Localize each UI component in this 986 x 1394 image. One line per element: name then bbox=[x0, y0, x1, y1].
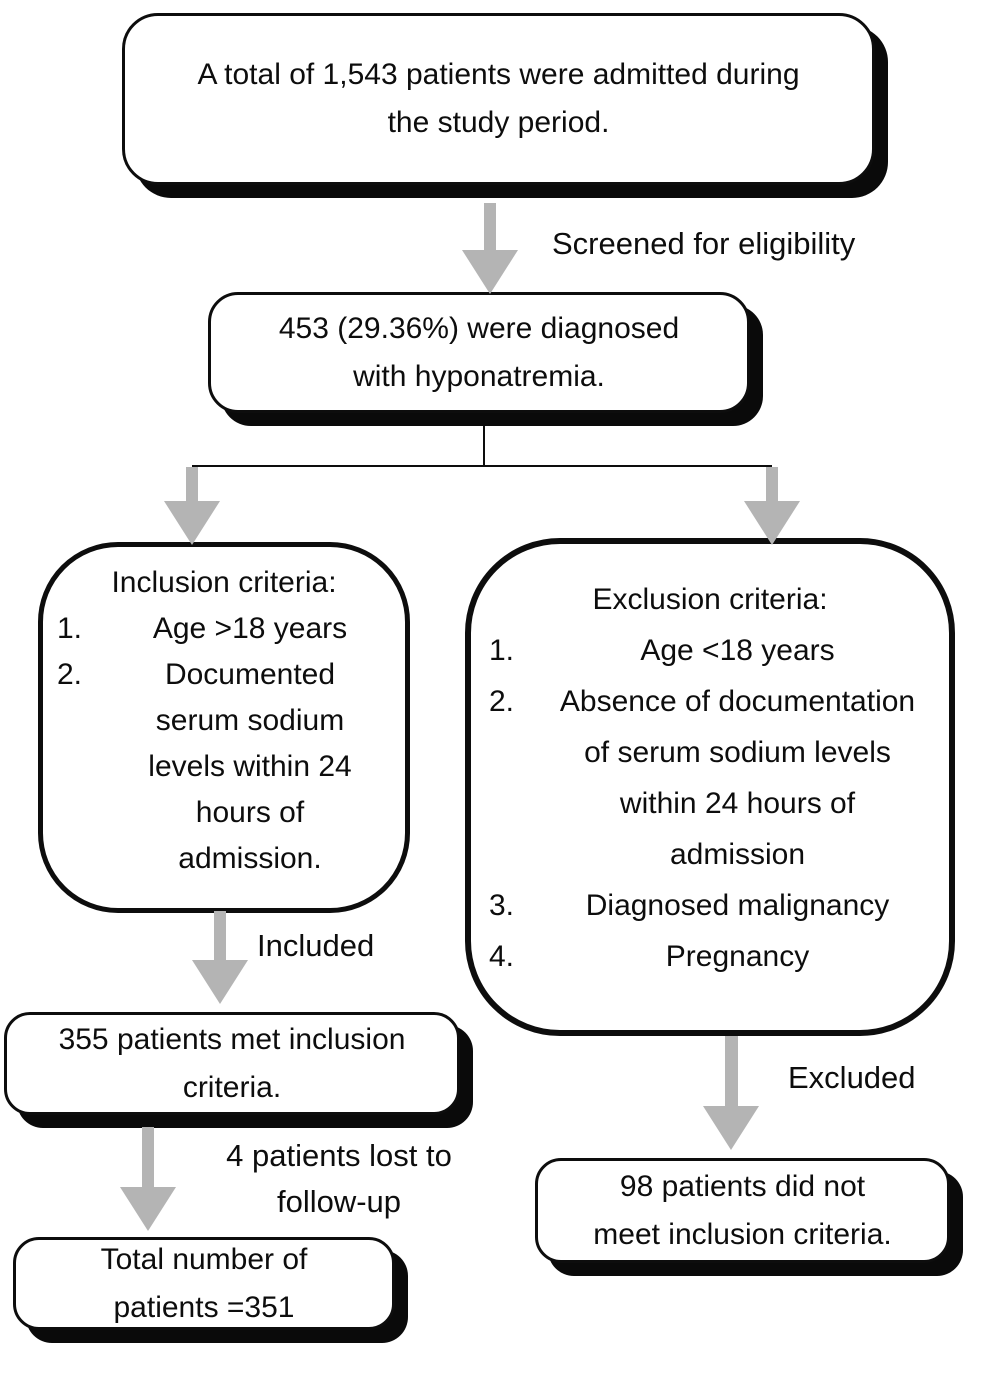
inclusion-item-number bbox=[57, 698, 109, 744]
inclusion-item-text: levels within 24 bbox=[148, 750, 352, 783]
box-total-patients: Total number of patients =351 bbox=[13, 1237, 395, 1330]
exclusion-item-text: of serum sodium levels bbox=[584, 736, 891, 769]
inclusion-title: Inclusion criteria: bbox=[111, 566, 337, 599]
inclusion-item-text: serum sodium bbox=[155, 704, 345, 737]
inclusion-item: admission. bbox=[57, 836, 391, 882]
box-diagnosed-text: with hyponatremia. bbox=[353, 359, 605, 393]
box-inclusion-criteria: Inclusion criteria: 1. Age >18 years 2. … bbox=[38, 542, 410, 913]
exclusion-item: of serum sodium levels bbox=[489, 727, 931, 778]
inclusion-item: 1. Age >18 years bbox=[57, 606, 391, 652]
exclusion-item-number bbox=[489, 727, 544, 778]
box-diagnosed: 453 (29.36%) were diagnosed with hyponat… bbox=[208, 292, 750, 413]
box-not-met-inclusion-text: 98 patients did not bbox=[619, 1169, 866, 1203]
inclusion-item: serum sodium bbox=[57, 698, 391, 744]
box-total-patients-text: Total number of bbox=[100, 1242, 308, 1276]
exclusion-item-number: 3. bbox=[489, 889, 515, 922]
exclusion-item-text: Age <18 years bbox=[640, 634, 835, 667]
exclusion-item-number bbox=[489, 778, 544, 829]
inclusion-item: levels within 24 bbox=[57, 744, 391, 790]
label-screened-for-eligibility: Screened for eligibility bbox=[552, 226, 856, 261]
connector-vertical-line bbox=[483, 413, 485, 467]
box-admitted-text: the study period. bbox=[387, 106, 610, 139]
box-met-inclusion-text: criteria. bbox=[182, 1070, 282, 1104]
box-exclusion-criteria: Exclusion criteria: 1. Age <18 years 2. … bbox=[465, 538, 955, 1036]
exclusion-item-text: within 24 hours of bbox=[619, 787, 856, 820]
label-lost-line: follow-up bbox=[276, 1184, 402, 1219]
exclusion-item: 3. Diagnosed malignancy bbox=[489, 880, 931, 931]
inclusion-item-number bbox=[57, 744, 109, 790]
inclusion-item: 2. Documented bbox=[57, 652, 391, 698]
box-admitted-text: A total of 1,543 patients were admitted … bbox=[197, 58, 800, 91]
inclusion-item-text: Age >18 years bbox=[152, 612, 348, 645]
box-not-met-inclusion-text: meet inclusion criteria. bbox=[593, 1217, 892, 1251]
label-lost-to-follow-up: 4 patients lost to follow-up bbox=[200, 1133, 478, 1225]
connector-horizontal-line bbox=[192, 465, 772, 467]
inclusion-item-number: 1. bbox=[57, 612, 83, 645]
exclusion-item-number: 1. bbox=[489, 634, 515, 667]
exclusion-item: 1. Age <18 years bbox=[489, 625, 931, 676]
inclusion-item-number: 2. bbox=[57, 658, 83, 691]
exclusion-item: within 24 hours of bbox=[489, 778, 931, 829]
label-lost-line: 4 patients lost to bbox=[226, 1138, 452, 1173]
exclusion-item-text: Pregnancy bbox=[665, 940, 810, 973]
exclusion-item-text: Diagnosed malignancy bbox=[585, 889, 890, 922]
box-met-inclusion: 355 patients met inclusion criteria. bbox=[4, 1012, 460, 1115]
inclusion-item-number bbox=[57, 790, 109, 836]
label-excluded: Excluded bbox=[788, 1060, 916, 1095]
inclusion-item-text: admission. bbox=[178, 842, 322, 875]
inclusion-item-text: hours of bbox=[195, 796, 305, 829]
exclusion-item: admission bbox=[489, 829, 931, 880]
exclusion-title: Exclusion criteria: bbox=[592, 583, 828, 616]
box-met-inclusion-text: 355 patients met inclusion bbox=[58, 1022, 406, 1056]
inclusion-item: hours of bbox=[57, 790, 391, 836]
inclusion-item-text: Documented bbox=[164, 658, 336, 691]
box-not-met-inclusion: 98 patients did not meet inclusion crite… bbox=[535, 1158, 950, 1263]
exclusion-item: 4. Pregnancy bbox=[489, 931, 931, 982]
box-total-patients-text: patients =351 bbox=[113, 1290, 295, 1324]
exclusion-item-text: Absence of documentation bbox=[559, 685, 916, 718]
exclusion-item: 2. Absence of documentation bbox=[489, 676, 931, 727]
exclusion-item-text: admission bbox=[669, 838, 806, 871]
exclusion-item-number: 2. bbox=[489, 685, 515, 718]
exclusion-item-number bbox=[489, 829, 544, 880]
box-admitted: A total of 1,543 patients were admitted … bbox=[122, 13, 875, 185]
exclusion-item-number: 4. bbox=[489, 940, 515, 973]
box-diagnosed-text: 453 (29.36%) were diagnosed bbox=[278, 311, 680, 345]
inclusion-item-number bbox=[57, 836, 109, 882]
label-included: Included bbox=[257, 928, 375, 963]
